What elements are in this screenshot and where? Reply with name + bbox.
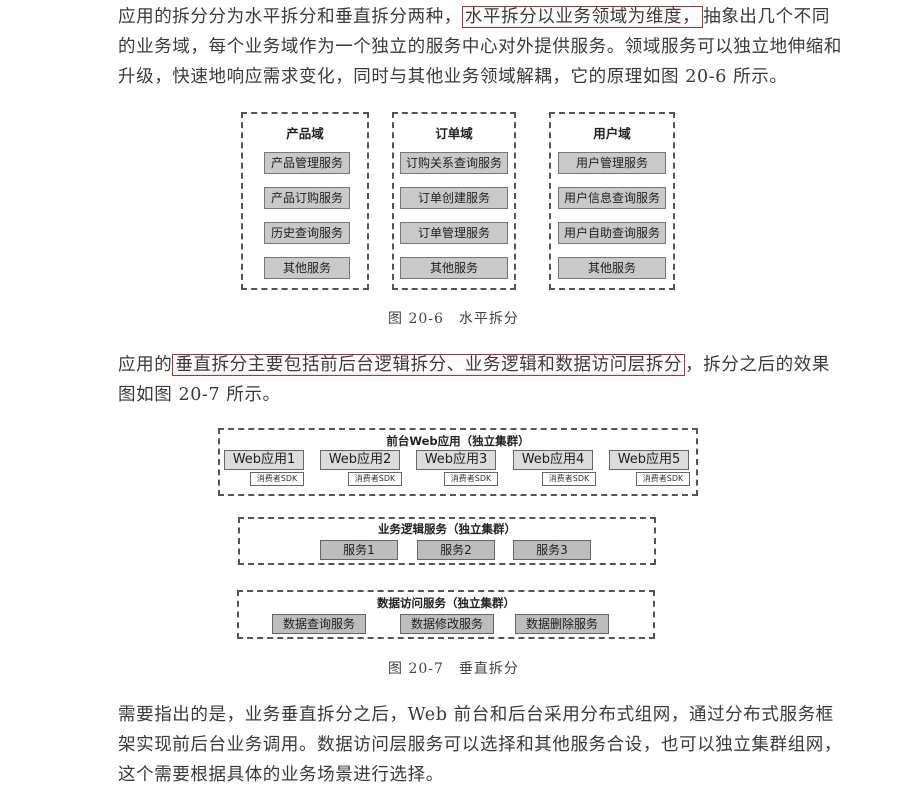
figure-caption: 图 20-6 水平拆分 xyxy=(388,311,519,327)
service-box: 数据修改服务 xyxy=(400,614,494,634)
figure-caption: 图 20-7 垂直拆分 xyxy=(388,661,519,677)
web-app-box: Web应用1 xyxy=(224,450,304,470)
service-box: 服务2 xyxy=(417,540,495,560)
para2-text-before: 应用的 xyxy=(118,355,173,375)
para1-text-after: 抽象出几个不同的业务域，每个业务域作为一个独立的服务中心对外提供服务。领域服务可… xyxy=(118,7,842,87)
service-box: 用户信息查询服务 xyxy=(558,187,666,209)
service-box: 历史查询服务 xyxy=(264,222,350,244)
domain-order: 订单域 订购关系查询服务 订单创建服务 订单管理服务 其他服务 xyxy=(392,112,516,290)
consumer-sdk-box: 消费者SDK xyxy=(348,472,402,486)
service-box: 订单管理服务 xyxy=(400,222,508,244)
service-box: 产品管理服务 xyxy=(264,152,350,174)
domain-title: 产品域 xyxy=(286,126,324,141)
domain-product: 产品域 产品管理服务 产品订购服务 历史查询服务 其他服务 xyxy=(241,112,369,290)
domain-title: 订单域 xyxy=(435,126,473,141)
consumer-sdk-box: 消费者SDK xyxy=(542,472,596,486)
layer-title: 业务逻辑服务（独立集群） xyxy=(378,522,516,536)
web-app-box: Web应用4 xyxy=(513,450,593,470)
domain-user: 用户域 用户管理服务 用户信息查询服务 用户自助查询服务 其他服务 xyxy=(549,112,675,290)
consumer-sdk-box: 消费者SDK xyxy=(636,472,690,486)
web-app-box: Web应用5 xyxy=(609,450,689,470)
para1-text-before: 应用的拆分分为水平拆分和垂直拆分两种， xyxy=(118,7,462,27)
service-box: 服务1 xyxy=(320,540,398,560)
data-access-layer: 数据访问服务（独立集群） 数据查询服务 数据修改服务 数据删除服务 xyxy=(237,590,655,639)
service-box: 数据删除服务 xyxy=(515,614,609,634)
service-box: 服务3 xyxy=(513,540,591,560)
business-layer: 业务逻辑服务（独立集群） 服务1 服务2 服务3 xyxy=(238,517,656,565)
consumer-sdk-box: 消费者SDK xyxy=(444,472,498,486)
service-box: 其他服务 xyxy=(264,257,350,279)
service-box: 其他服务 xyxy=(400,257,508,279)
layer-title: 前台Web应用（独立集群） xyxy=(386,434,530,448)
paragraph-vertical-split: 应用的垂直拆分主要包括前后台逻辑拆分、业务逻辑和数据访问层拆分，拆分之后的效果图… xyxy=(82,350,842,410)
para1-highlight: 水平拆分以业务领域为维度， xyxy=(461,6,704,28)
service-box: 用户管理服务 xyxy=(558,152,666,174)
web-app-box: Web应用3 xyxy=(416,450,496,470)
para2-text-after: ，拆分之后的效果图如图 20-7 所示。 xyxy=(118,355,830,405)
paragraph-conclusion: 需要指出的是，业务垂直拆分之后，Web 前台和后台采用分布式组网，通过分布式服务… xyxy=(118,705,842,785)
consumer-sdk-box: 消费者SDK xyxy=(250,472,304,486)
para2-highlight: 垂直拆分主要包括前后台逻辑拆分、业务逻辑和数据访问层拆分 xyxy=(172,354,686,376)
web-app-box: Web应用2 xyxy=(320,450,400,470)
service-box: 用户自助查询服务 xyxy=(558,222,666,244)
service-box: 其他服务 xyxy=(558,257,666,279)
domain-title: 用户域 xyxy=(593,126,631,141)
service-box: 订单创建服务 xyxy=(400,187,508,209)
paragraph-horizontal-split: 应用的拆分分为水平拆分和垂直拆分两种，水平拆分以业务领域为维度，抽象出几个不同的… xyxy=(82,2,842,92)
service-box: 订购关系查询服务 xyxy=(400,152,508,174)
web-layer: 前台Web应用（独立集群） xyxy=(218,428,698,496)
service-box: 数据查询服务 xyxy=(272,614,366,634)
service-box: 产品订购服务 xyxy=(264,187,350,209)
layer-title: 数据访问服务（独立集群） xyxy=(377,596,515,610)
